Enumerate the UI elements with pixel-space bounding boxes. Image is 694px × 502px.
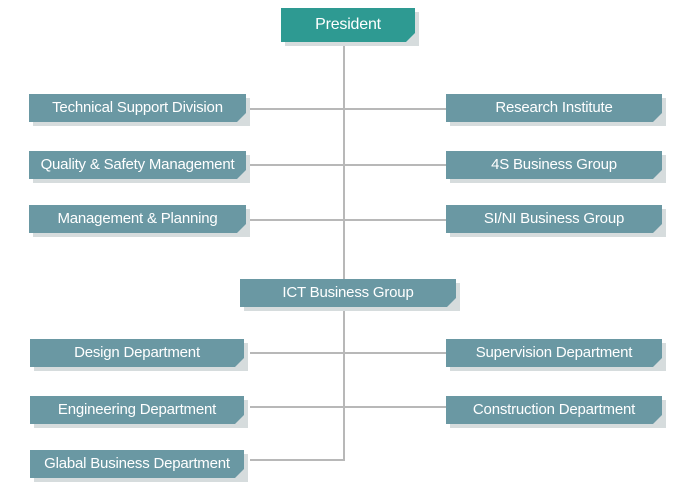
connector-row-3 — [248, 219, 446, 221]
node-engineering-department: Engineering Department — [30, 396, 244, 424]
connector-row-4 — [250, 352, 446, 354]
node-ict-business-group: ICT Business Group — [240, 279, 456, 307]
node-quality-safety-management: Quality & Safety Management — [29, 151, 246, 179]
connector-main-vertical — [343, 42, 345, 280]
node-4s-business-group: 4S Business Group — [446, 151, 662, 179]
connector-ict-vertical — [343, 306, 345, 460]
node-glabal-business-department: Glabal Business Department — [30, 450, 244, 478]
node-supervision-department: Supervision Department — [446, 339, 662, 367]
node-technical-support-division: Technical Support Division — [29, 94, 246, 122]
node-si-ni-business-group: SI/NI Business Group — [446, 205, 662, 233]
connector-row-2 — [248, 164, 446, 166]
president-node: President — [281, 8, 415, 42]
connector-row-5 — [250, 406, 446, 408]
connector-row-6 — [250, 459, 345, 461]
node-management-planning: Management & Planning — [29, 205, 246, 233]
connector-row-1 — [248, 108, 446, 110]
node-construction-department: Construction Department — [446, 396, 662, 424]
node-research-institute: Research Institute — [446, 94, 662, 122]
node-design-department: Design Department — [30, 339, 244, 367]
